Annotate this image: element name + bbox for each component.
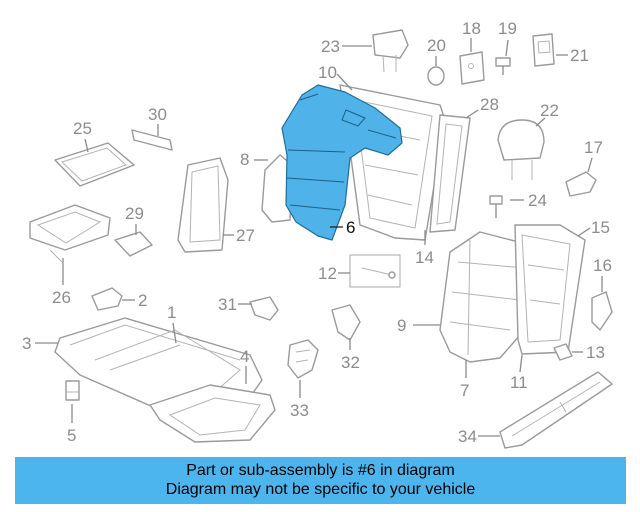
callout-15: 15 [577, 218, 610, 237]
callout-6: 6 [330, 218, 355, 237]
part-16-latch [591, 291, 613, 331]
part-25-pad [54, 142, 135, 187]
svg-text:12: 12 [318, 264, 337, 283]
part-22-headrest [497, 119, 545, 180]
svg-text:6: 6 [346, 218, 355, 237]
part-seat-cushion [54, 317, 276, 443]
svg-text:1: 1 [167, 303, 176, 322]
svg-text:8: 8 [240, 150, 249, 169]
svg-text:30: 30 [148, 105, 167, 124]
callout-18: 18 [462, 19, 481, 52]
svg-text:11: 11 [510, 373, 528, 392]
svg-text:22: 22 [540, 101, 559, 120]
callout-2: 2 [122, 291, 147, 310]
part-2-bracket [91, 287, 123, 311]
callout-25: 25 [73, 119, 92, 153]
banner-line-disclaimer: Diagram may not be specific to your vehi… [165, 481, 476, 498]
svg-text:7: 7 [460, 381, 469, 400]
callout-30: 30 [148, 105, 167, 136]
part-24-bolt [489, 195, 503, 218]
svg-text:28: 28 [480, 95, 499, 114]
callout-16: 16 [593, 256, 612, 292]
part-right-seatback [439, 224, 586, 363]
part-32-bracket [331, 304, 361, 341]
svg-text:15: 15 [591, 218, 610, 237]
callout-17: 17 [584, 138, 603, 173]
info-banner: Part or sub-assembly is #6 in diagram Di… [15, 457, 626, 504]
part-13-clip [553, 343, 573, 361]
callout-23: 23 [321, 37, 372, 56]
callout-13: 13 [572, 343, 605, 362]
svg-text:16: 16 [593, 256, 612, 275]
svg-text:10: 10 [318, 63, 337, 82]
svg-text:33: 33 [290, 401, 309, 420]
svg-text:4: 4 [240, 347, 249, 366]
callout-10: 10 [318, 63, 353, 91]
part-18 [459, 51, 485, 85]
svg-text:3: 3 [22, 334, 31, 353]
part-21-escutcheon [532, 33, 555, 67]
svg-text:25: 25 [73, 119, 92, 138]
svg-text:34: 34 [458, 427, 477, 446]
svg-text:24: 24 [528, 191, 547, 210]
callout-5: 5 [67, 404, 76, 445]
part-30-strip [131, 129, 173, 151]
callout-12: 12 [318, 264, 350, 283]
callout-8: 8 [240, 150, 268, 169]
svg-text:20: 20 [427, 36, 446, 55]
callout-26: 26 [52, 258, 71, 307]
svg-text:29: 29 [125, 204, 144, 223]
callout-3: 3 [22, 334, 58, 353]
callout-7: 7 [460, 360, 469, 400]
part-19-screw [495, 57, 511, 75]
callout-9: 9 [397, 316, 440, 335]
callout-27: 27 [223, 226, 255, 245]
callout-24: 24 [510, 191, 547, 210]
svg-text:9: 9 [397, 316, 406, 335]
part-27-frame [177, 157, 229, 253]
svg-text:27: 27 [236, 226, 255, 245]
part-20-cap [427, 66, 445, 86]
part-33-hinge [287, 339, 319, 379]
svg-text:13: 13 [586, 343, 605, 362]
callout-29: 29 [125, 204, 144, 235]
svg-text:14: 14 [415, 248, 434, 267]
part-34-rail [499, 371, 613, 449]
svg-text:26: 26 [52, 288, 71, 307]
svg-text:21: 21 [570, 46, 589, 65]
part-5-clip [65, 380, 80, 401]
callout-34: 34 [458, 427, 500, 446]
part-12-bolt-set [349, 254, 401, 288]
banner-line-part: Part or sub-assembly is #6 in diagram [186, 462, 455, 479]
svg-text:17: 17 [584, 138, 603, 157]
svg-text:32: 32 [341, 353, 360, 372]
svg-text:23: 23 [321, 37, 340, 56]
callout-1: 1 [167, 303, 177, 344]
part-17-clip [565, 171, 597, 197]
part-29-panel [114, 231, 153, 257]
parts-diagram: 1 3 4 5 2 25 30 [22, 19, 613, 449]
svg-text:5: 5 [67, 426, 76, 445]
svg-text:2: 2 [138, 291, 147, 310]
svg-text:31: 31 [218, 295, 237, 314]
callout-31: 31 [218, 295, 252, 314]
callout-14: 14 [415, 230, 434, 267]
svg-text:18: 18 [462, 19, 481, 38]
callout-28: 28 [465, 95, 499, 119]
callout-4: 4 [240, 347, 249, 384]
callout-32: 32 [341, 338, 360, 372]
callout-19: 19 [498, 19, 517, 57]
svg-text:19: 19 [498, 19, 517, 38]
part-26-frame [29, 204, 111, 263]
callout-20: 20 [427, 36, 446, 66]
part-8-pad [261, 154, 293, 223]
part-31-bracket [249, 296, 279, 321]
callout-21: 21 [556, 46, 589, 65]
part-6-highlighted [281, 84, 403, 241]
callout-33: 33 [290, 380, 309, 420]
callout-11: 11 [510, 354, 528, 392]
callout-22: 22 [535, 101, 559, 127]
